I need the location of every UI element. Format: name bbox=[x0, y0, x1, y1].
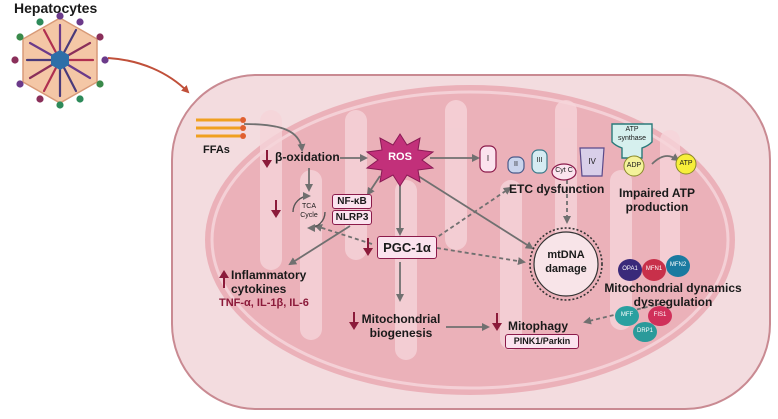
etc-dysfunction-label: ETC dysfunction bbox=[509, 182, 605, 196]
mito-biogenesis-label-1: Mitochondrial bbox=[361, 312, 441, 326]
complex-ii-icon bbox=[507, 156, 525, 174]
tca-label-2: Cycle bbox=[300, 212, 318, 219]
cytokines-list: TNF-α, IL-1β, IL-6 bbox=[219, 297, 309, 309]
fis1-label: FIS1 bbox=[653, 312, 667, 318]
opa1-label: OPA1 bbox=[622, 266, 638, 272]
arrow-ffa-to-beta bbox=[243, 123, 306, 152]
atp-label: ATP bbox=[679, 160, 693, 167]
complex-iii-label: III bbox=[536, 157, 543, 164]
tca-cycle-icon bbox=[292, 192, 326, 232]
pgc1a-box: PGC-1α bbox=[377, 236, 437, 259]
arrow-ros-to-nfkb bbox=[366, 175, 381, 196]
mitophagy-label: Mitophagy bbox=[508, 319, 568, 333]
impaired-atp-label-1: Impaired ATP bbox=[618, 186, 695, 200]
arrow-ros-to-mtdna bbox=[414, 173, 534, 250]
mfn2-icon bbox=[666, 255, 690, 277]
atp-synthase-label-2: synthase bbox=[617, 135, 647, 142]
mtdna-circle-outer bbox=[529, 227, 603, 301]
down-arrow-pgc bbox=[363, 238, 373, 256]
cytc-icon bbox=[551, 163, 577, 181]
up-arrow-inflam bbox=[219, 270, 229, 288]
down-arrow-beta bbox=[262, 150, 272, 168]
tca-label-1: TCA bbox=[302, 203, 316, 210]
dynamics-label-2: dysregulation bbox=[633, 295, 713, 309]
dynamics-label-1: Mitochondrial dynamics bbox=[604, 281, 742, 295]
drp1-icon bbox=[633, 322, 657, 342]
complex-i-label: I bbox=[486, 154, 490, 163]
ros-starburst bbox=[365, 133, 435, 187]
mito-biogenesis-label-2: biogenesis bbox=[369, 326, 433, 340]
ffas-label: FFAs bbox=[203, 144, 230, 156]
cytc-label: Cyt C bbox=[555, 167, 573, 174]
mtdna-label-2: damage bbox=[545, 263, 587, 275]
ros-label: ROS bbox=[388, 151, 412, 163]
arrow-pgc-to-tca bbox=[314, 224, 373, 245]
mtdna-circle-inner bbox=[533, 231, 599, 297]
arrow-nlrp3-to-inflam bbox=[288, 225, 351, 266]
mitochondrion-shape bbox=[205, 85, 735, 395]
mfn1-label: MFN1 bbox=[645, 266, 663, 272]
arrow-adp-to-atp bbox=[651, 153, 680, 165]
cytokines-label: cytokines bbox=[231, 282, 287, 296]
complex-iv-label: IV bbox=[588, 157, 596, 166]
impaired-atp-label-2: production bbox=[625, 200, 689, 214]
atp-synthase-icon bbox=[611, 123, 653, 159]
mff-label: MFF bbox=[620, 312, 634, 318]
ffa-icon bbox=[196, 118, 240, 138]
arrow-pgc-to-etc bbox=[432, 186, 512, 241]
adp-icon bbox=[623, 155, 645, 177]
hepatocyte-icon bbox=[11, 12, 109, 109]
nfkb-box: NF-κB bbox=[332, 194, 372, 209]
inflammatory-label: Inflammatory bbox=[231, 268, 307, 282]
down-arrow-mitophagy bbox=[492, 313, 502, 331]
drp1-label: DRP1 bbox=[636, 328, 653, 334]
fis1-icon bbox=[648, 306, 672, 326]
zoom-arrow bbox=[107, 57, 190, 94]
arrow-pgc-to-mtdna bbox=[436, 247, 526, 265]
mfn1-icon bbox=[642, 259, 666, 281]
beta-oxidation-label: β-oxidation bbox=[275, 150, 340, 164]
mff-icon bbox=[615, 306, 639, 326]
mtdna-label-1: mtDNA bbox=[547, 249, 585, 261]
down-arrow-tca bbox=[271, 200, 281, 218]
down-arrow-bio bbox=[349, 312, 359, 330]
adp-label: ADP bbox=[626, 162, 642, 169]
complex-i-icon bbox=[479, 145, 497, 173]
pink1-parkin-box: PINK1/Parkin bbox=[505, 334, 579, 349]
complex-ii-label: II bbox=[514, 161, 518, 168]
opa1-icon bbox=[618, 259, 642, 281]
nlrp3-box: NLRP3 bbox=[332, 210, 372, 225]
complex-iv-icon bbox=[579, 147, 605, 177]
atp-icon bbox=[675, 153, 697, 175]
figure-title: Hepatocytes bbox=[14, 0, 98, 16]
atp-synthase-label-1: ATP bbox=[625, 126, 639, 133]
complex-iii-icon bbox=[531, 149, 548, 174]
mfn2-label: MFN2 bbox=[669, 262, 687, 268]
